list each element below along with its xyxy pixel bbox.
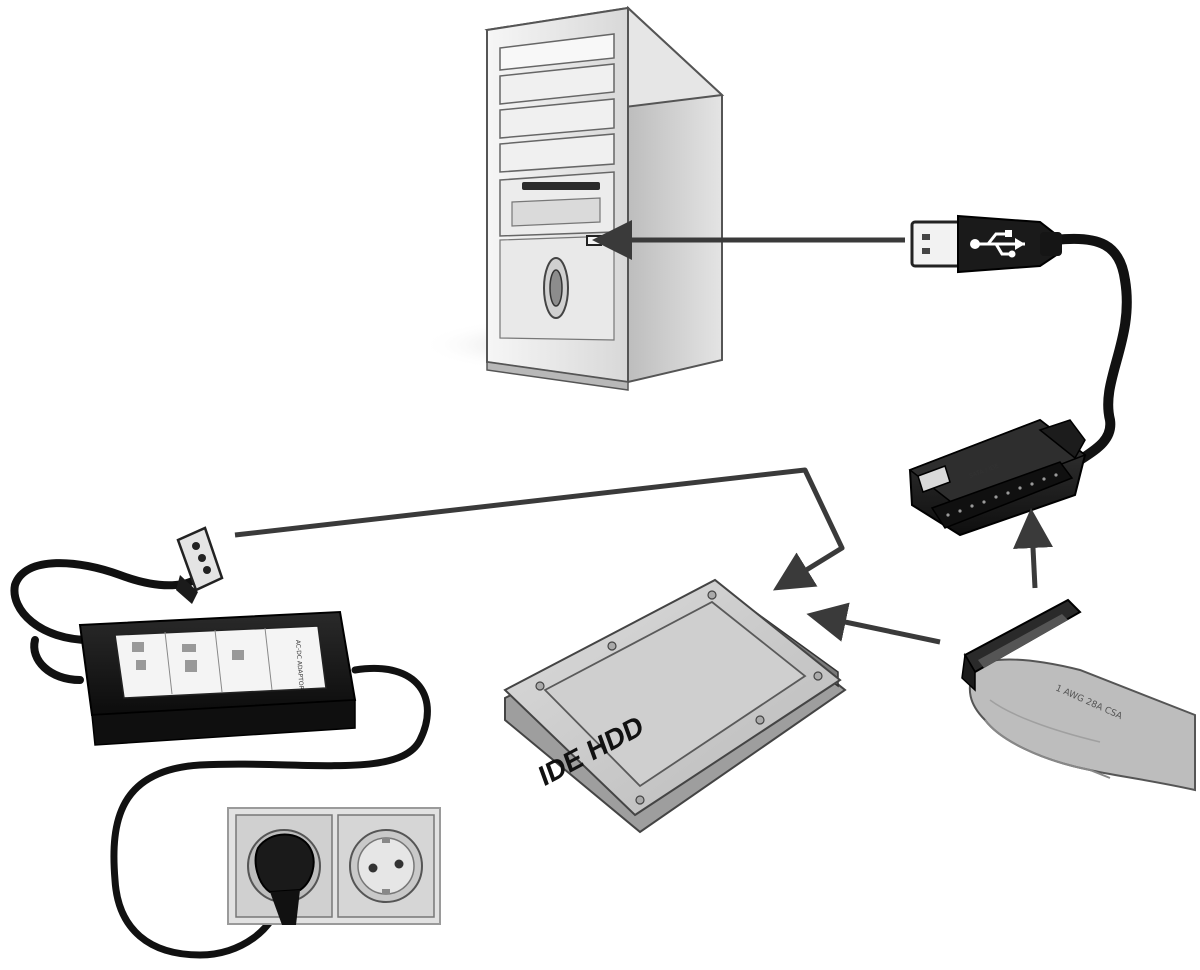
ide-ribbon-cable: 1 AWG 28A CSA	[961, 598, 1196, 792]
usb-port	[586, 235, 602, 246]
psu-ac-cable	[110, 665, 431, 959]
ground-plug-icon	[254, 833, 315, 925]
usb-cable	[1050, 233, 1132, 465]
usb-ide-sata-adapter: SATA / IDE	[908, 418, 1087, 537]
arrow-ribbon-to-hdd	[806, 602, 941, 645]
molex-power-connector	[176, 526, 224, 604]
psu-label: AC-DC ADAPTOR	[294, 640, 304, 690]
ac-dc-power-adapter: AC-DC ADAPTOR	[78, 610, 357, 746]
wall-power-socket	[227, 807, 441, 925]
ide-hard-drive: IDE HDD	[503, 578, 847, 834]
usb-icon	[970, 230, 1025, 258]
desktop-tower	[420, 5, 725, 391]
arrow-ribbon-to-adapter	[1013, 508, 1053, 589]
socket-icon	[349, 829, 423, 903]
psu-dc-cable	[10, 559, 209, 644]
usb-a-plug	[910, 214, 1062, 274]
arrow-power-to-hdd	[234, 467, 845, 591]
